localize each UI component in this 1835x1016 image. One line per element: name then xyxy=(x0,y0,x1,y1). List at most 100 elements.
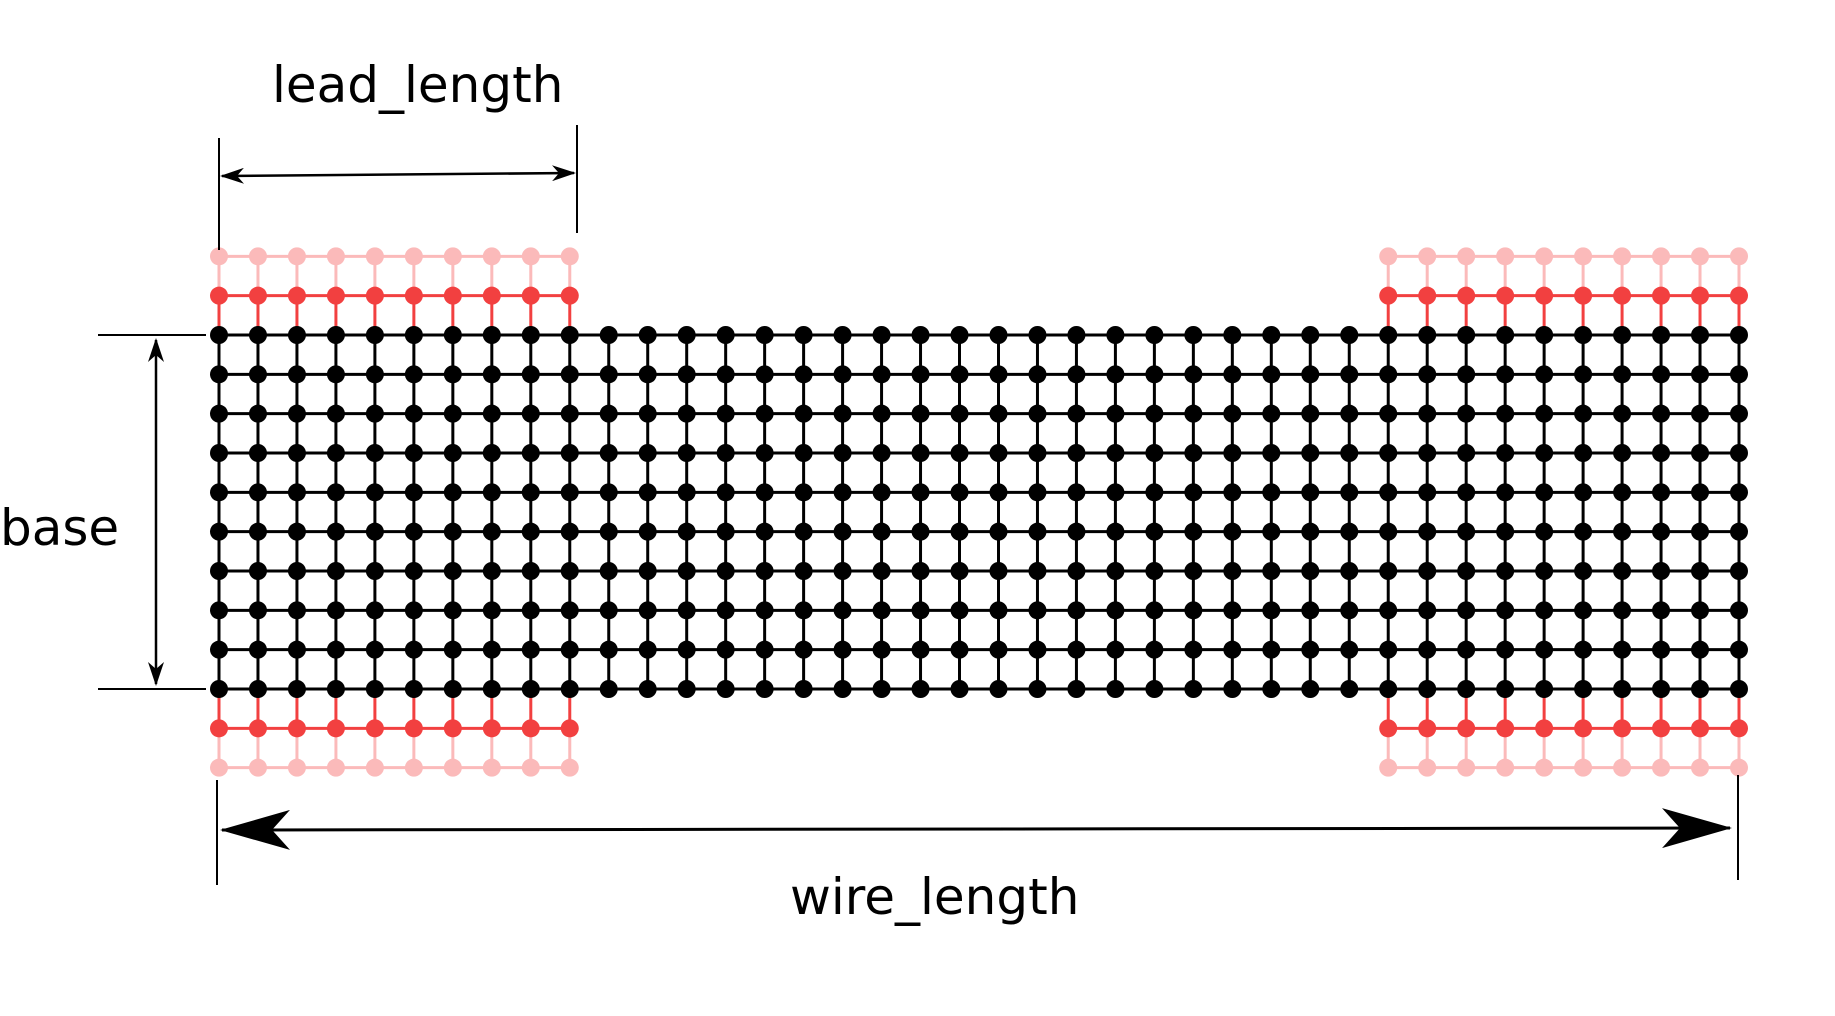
lead-atom xyxy=(560,247,579,266)
wire-atom xyxy=(365,365,384,384)
wire-atom xyxy=(833,601,852,620)
wire-atom xyxy=(716,562,735,580)
wire-atom xyxy=(326,640,345,659)
wire-atom xyxy=(1067,640,1086,659)
wire-atom xyxy=(404,601,423,620)
lead-atom xyxy=(404,758,423,777)
wire-atom xyxy=(1106,522,1125,541)
wire-atom xyxy=(1613,365,1632,384)
wire-atom xyxy=(1340,404,1359,423)
wire-atom xyxy=(1223,444,1242,462)
wire-atom xyxy=(1184,326,1203,344)
lead-atom xyxy=(326,247,345,266)
lead-atom xyxy=(482,247,501,266)
wire-atom xyxy=(521,404,540,423)
wire-atom xyxy=(1652,601,1671,620)
wire-atom xyxy=(1496,680,1515,698)
wire-atom xyxy=(755,483,774,502)
wire-atom xyxy=(950,601,969,620)
wire-atom xyxy=(716,640,735,659)
lead-atom xyxy=(482,286,501,305)
wire-atom xyxy=(1613,640,1632,659)
wire-atom xyxy=(287,601,306,620)
wire-atom xyxy=(1418,483,1437,502)
wire-atom xyxy=(326,601,345,620)
wire-atom xyxy=(287,522,306,541)
wire-atom xyxy=(482,444,501,462)
wire-atom xyxy=(1184,562,1203,580)
wire-atom xyxy=(1379,680,1398,698)
wire-atom xyxy=(716,522,735,541)
wire-atom xyxy=(833,680,852,698)
wire-atom xyxy=(1106,326,1125,344)
wire-atom xyxy=(1457,483,1476,502)
lead-atom xyxy=(287,286,306,305)
wire-atom xyxy=(1262,640,1281,659)
wire-atom xyxy=(521,444,540,462)
wire-atom xyxy=(1535,483,1554,502)
wire-atom xyxy=(365,444,384,462)
wire-atom xyxy=(1106,601,1125,620)
lead-atom xyxy=(1496,719,1515,738)
lead-atom xyxy=(404,247,423,266)
wire-atom xyxy=(1496,640,1515,659)
wire-atom xyxy=(1145,365,1164,384)
lead-atom xyxy=(210,247,228,266)
lead-atom xyxy=(560,719,579,738)
lead-atom xyxy=(443,758,462,777)
wire-atom xyxy=(872,680,891,698)
wire-atom xyxy=(1691,404,1710,423)
wire-atom xyxy=(1301,365,1320,384)
wire-atom xyxy=(365,601,384,620)
wire-atom xyxy=(989,326,1008,344)
wire-atom xyxy=(1574,640,1593,659)
lead-atom xyxy=(1574,286,1593,305)
wire-atom xyxy=(599,562,618,580)
lead-atom xyxy=(482,719,501,738)
wire-atom xyxy=(989,601,1008,620)
wire-atom xyxy=(1067,522,1086,541)
wire-atom xyxy=(1340,483,1359,502)
wire-atom xyxy=(443,601,462,620)
wire-atom xyxy=(716,680,735,698)
wire-atom xyxy=(482,680,501,698)
wire-atom xyxy=(1691,444,1710,462)
wire-atom xyxy=(755,640,774,659)
wire-atom xyxy=(1184,640,1203,659)
lead-atom xyxy=(1652,758,1671,777)
wire-atom xyxy=(521,680,540,698)
lead-atom xyxy=(443,247,462,266)
wire-atom xyxy=(1262,404,1281,423)
lead-atom xyxy=(1379,719,1398,738)
wire-atom xyxy=(911,680,930,698)
wire-atom xyxy=(1106,365,1125,384)
wire-atom xyxy=(1574,522,1593,541)
wire-atom xyxy=(989,483,1008,502)
wire-atom xyxy=(1574,444,1593,462)
wire-atom xyxy=(1535,365,1554,384)
wire-atom xyxy=(950,483,969,502)
lead-atom xyxy=(1496,758,1515,777)
wire-atom xyxy=(872,640,891,659)
wire-atom xyxy=(833,444,852,462)
wire-atom xyxy=(1418,365,1437,384)
lead-atom xyxy=(1652,286,1671,305)
wire-atom xyxy=(1535,640,1554,659)
wire-atom xyxy=(365,483,384,502)
wire-atom xyxy=(287,404,306,423)
wire-atom xyxy=(210,640,228,659)
lead-atom xyxy=(1379,286,1398,305)
wire-atom xyxy=(1613,601,1632,620)
wire-atom xyxy=(1262,326,1281,344)
wire-atom xyxy=(1652,365,1671,384)
wire-atom xyxy=(1379,326,1398,344)
wire-atom xyxy=(1730,562,1748,580)
wire-atom xyxy=(638,640,657,659)
wire-atom xyxy=(911,562,930,580)
wire-atom xyxy=(1028,640,1047,659)
wire-atom xyxy=(560,562,579,580)
lead-atom xyxy=(1691,758,1710,777)
wire-atom xyxy=(443,680,462,698)
lead-atom xyxy=(1691,286,1710,305)
wire-atom xyxy=(326,483,345,502)
